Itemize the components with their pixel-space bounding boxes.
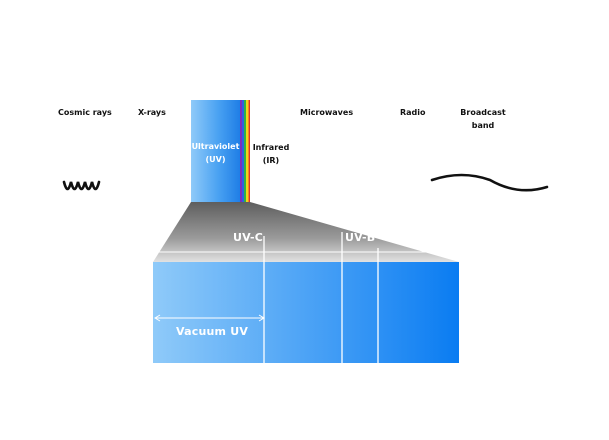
band-label-vacuum-uv: Vacuum UV: [176, 325, 249, 338]
uv-bands-box: [153, 262, 459, 363]
label-broadcast-band: Broadcast band: [455, 106, 511, 132]
ultraviolet-label-line2: (UV): [205, 155, 226, 164]
short-wave-icon: [62, 180, 101, 191]
label-broadcast-line2: band: [471, 121, 495, 130]
label-infrared: Infrared (IR): [252, 141, 290, 167]
label-infrared-line1: Infrared: [252, 143, 290, 152]
vacuum-uv-arrow-left: [154, 314, 161, 322]
label-cosmic-rays: Cosmic rays: [58, 108, 112, 117]
label-infrared-line2: (IR): [262, 156, 280, 165]
spectrum-blue-stripe: [242, 100, 244, 202]
label-broadcast-line1: Broadcast: [460, 108, 506, 117]
label-microwaves: Microwaves: [300, 108, 354, 117]
band-label-uv-b: UV-B: [345, 231, 376, 244]
ultraviolet-bar-label: Ultraviolet (UV): [191, 140, 240, 166]
spectrum-green-stripe: [244, 100, 246, 202]
ultraviolet-label-line1: Ultraviolet: [191, 142, 240, 151]
ultraviolet-bar: [191, 100, 240, 202]
label-x-rays: X-rays: [138, 108, 166, 117]
spectrum-orange-stripe: [248, 100, 249, 202]
vacuum-uv-arrow-right: [258, 314, 265, 322]
spectrum-yellow-stripe: [246, 100, 248, 202]
spectrum-red-stripe: [249, 100, 250, 202]
band-label-uv-c: UV-C: [233, 231, 264, 244]
label-radio: Radio: [400, 108, 426, 117]
zoom-trapezoid: [153, 202, 459, 262]
spectrum-violet-stripe: [240, 100, 242, 202]
long-wave-icon: [430, 173, 549, 192]
